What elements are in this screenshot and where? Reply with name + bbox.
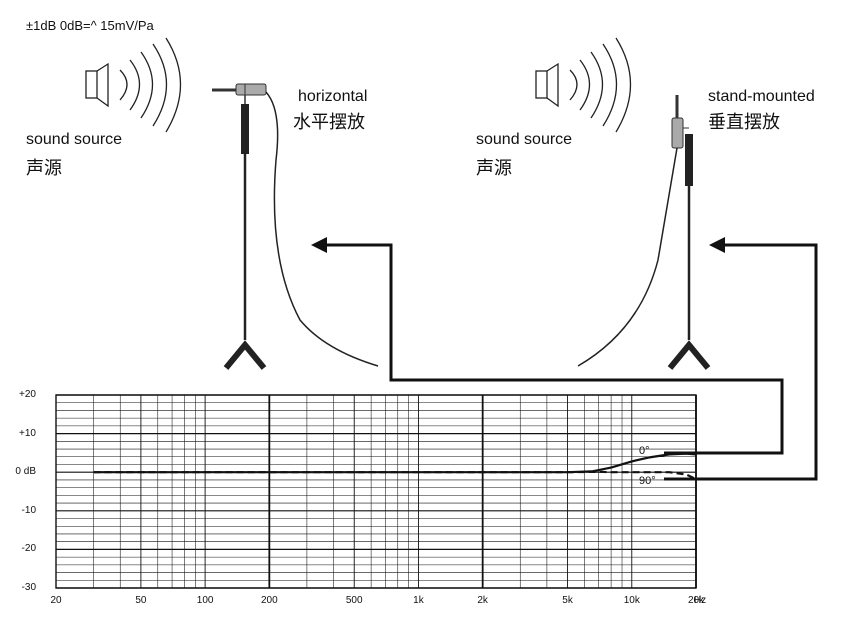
x-tick-label: 5k [562, 595, 573, 606]
x-tick-label: 2k [477, 595, 488, 606]
left-source-cn-label: 声源 [26, 158, 62, 179]
y-tick-label: -10 [21, 504, 36, 516]
series-label-0deg: 0° [639, 445, 650, 457]
left-microphone-icon [212, 83, 379, 370]
right-speaker-icon [535, 37, 632, 133]
x-tick-label: 200 [260, 595, 278, 606]
frequency-response-curves [93, 452, 697, 481]
spec-text: ±1dB 0dB=^ 15mV/Pa [26, 18, 154, 33]
horizontal-label: horizontal [298, 88, 368, 105]
x-tick-label: Hz [693, 595, 707, 606]
series-line-0 [93, 452, 697, 474]
right-source-cn-label: 声源 [476, 158, 512, 179]
y-tick-label: 0 dB [15, 466, 36, 478]
right-source-label: sound source [476, 131, 573, 148]
y-tick-label: -20 [21, 543, 36, 555]
x-tick-label: 20 [50, 595, 62, 606]
x-tick-label: 100 [196, 595, 214, 606]
chart-frame [55, 394, 697, 589]
y-tick-label: +20 [19, 389, 36, 400]
left-speaker-icon [85, 37, 182, 133]
series-line-1 [93, 470, 697, 481]
stand-mounted-label: stand-mounted [708, 88, 815, 105]
x-tick-label: 50 [135, 595, 147, 606]
x-tick-label: 500 [345, 595, 363, 606]
y-tick-label: +10 [19, 427, 36, 439]
connector-0deg-arrow [311, 237, 784, 455]
x-tick-label: 10k [623, 595, 640, 606]
x-tick-label: 20k [687, 595, 705, 606]
right-microphone-icon [577, 95, 711, 370]
stand-mounted-cn-label: 垂直摆放 [708, 112, 780, 133]
frequency-response-grid [55, 394, 697, 589]
series-label-90deg: 90° [639, 475, 656, 487]
connector-90deg-arrow [664, 237, 818, 481]
horizontal-cn-label: 水平摆放 [293, 112, 365, 133]
y-tick-label: -30 [21, 582, 36, 593]
left-source-label: sound source [26, 131, 123, 148]
x-tick-label: 1k [413, 595, 424, 606]
